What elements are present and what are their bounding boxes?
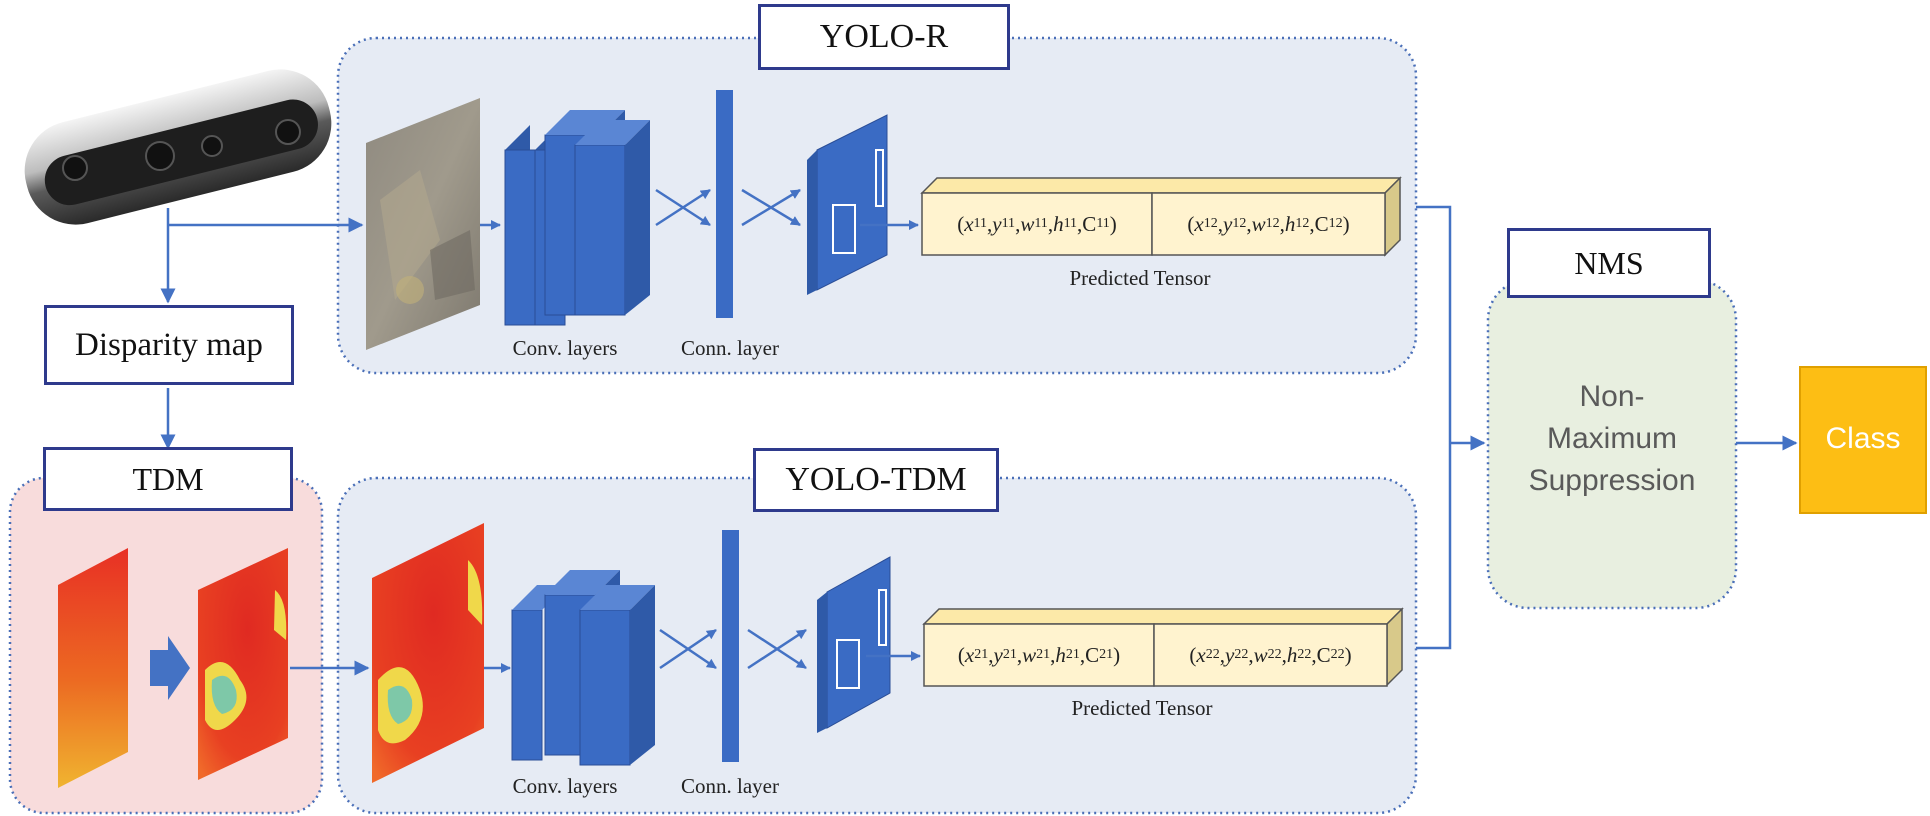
conn-layer-top	[716, 90, 733, 318]
camera-connectors	[160, 208, 364, 450]
depth-camera-image	[24, 69, 332, 225]
yolo-tdm-title: YOLO-TDM	[753, 448, 999, 512]
conv-layers-label-top: Conv. layers	[512, 336, 618, 360]
conv-layers-bottom	[511, 570, 655, 766]
tdm-title: TDM	[43, 447, 293, 511]
conn-layer-label-bottom: Conn. layer	[681, 774, 779, 798]
tdm-transform-arrow	[150, 636, 190, 700]
class-label: Class	[1825, 422, 1901, 455]
disparity-image	[58, 548, 128, 788]
feature-map-bottom	[817, 556, 891, 733]
nms-line-3: Suppression	[1528, 464, 1696, 497]
predicted-tensor-label-bottom: Predicted Tensor	[1071, 696, 1213, 720]
disparity-map-box: Disparity map	[44, 305, 294, 385]
conv-layers-top	[504, 110, 650, 326]
nms-line-1: Non-	[1579, 380, 1645, 413]
tdm-heatmap-image	[198, 548, 288, 780]
predicted-tensor-top	[920, 176, 1402, 257]
merge-connectors	[1416, 205, 1798, 650]
predicted-tensor-label-top: Predicted Tensor	[1069, 266, 1211, 290]
rgb-input-image	[366, 98, 480, 350]
tdm-input-image	[372, 523, 484, 783]
conn-layer-bottom	[722, 530, 739, 762]
nms-line-2: Maximum	[1546, 422, 1677, 455]
yolo-r-title: YOLO-R	[758, 4, 1010, 70]
class-box	[1799, 366, 1927, 514]
conn-layer-label-top: Conn. layer	[681, 336, 779, 360]
nms-title: NMS	[1507, 228, 1711, 298]
predicted-tensor-bottom	[922, 607, 1404, 687]
conv-layers-label-bottom: Conv. layers	[512, 774, 618, 798]
feature-map-top	[807, 114, 888, 295]
